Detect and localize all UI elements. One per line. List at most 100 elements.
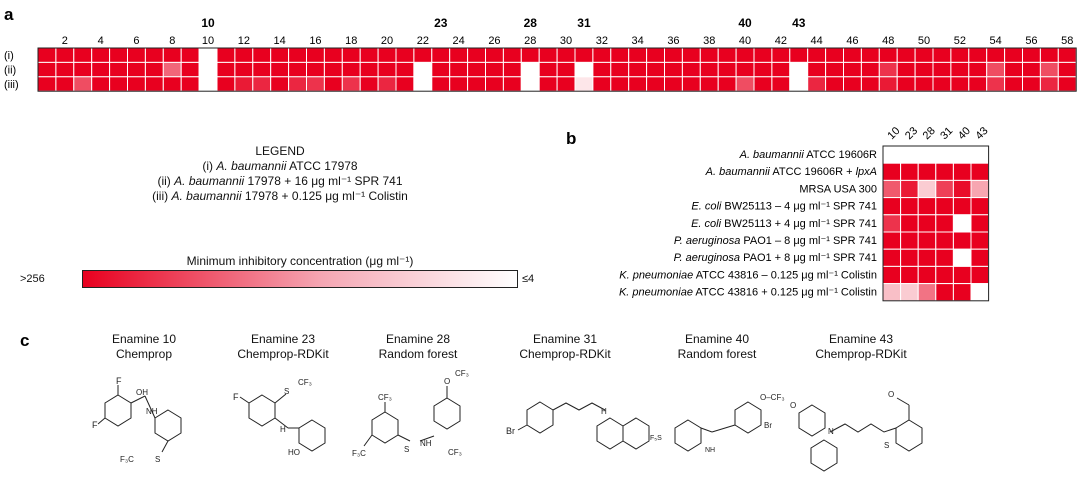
x-tick-label-a: 54 — [990, 35, 1002, 47]
heatmap-a-cell — [198, 61, 218, 78]
heatmap-a-cell — [270, 76, 290, 92]
heatmap-b-frame — [882, 145, 990, 302]
heatmap-a-cell — [914, 61, 934, 78]
heatmap-a-cell — [574, 61, 594, 78]
heatmap-a-cell — [628, 61, 648, 78]
row-label-b: P. aeruginosa PAO1 – 8 μg ml⁻¹ SPR 741 — [674, 235, 877, 247]
heatmap-a-cell — [664, 47, 683, 63]
heatmap-a-cell — [55, 61, 75, 78]
row-label-a: (i) — [4, 50, 14, 62]
x-tick-label-a: 20 — [381, 35, 393, 47]
column-label-b: 10 — [885, 125, 902, 142]
heatmap-a-cell — [109, 61, 128, 78]
heatmap-a-cell — [753, 47, 773, 63]
heatmap-a-cell — [37, 76, 57, 92]
heatmap-a-cell — [162, 76, 182, 92]
heatmap-a-cell — [681, 47, 701, 63]
x-tick-label-a: 58 — [1061, 35, 1073, 47]
heatmap-b-cell — [882, 283, 902, 302]
heatmap-a-cell — [843, 61, 862, 78]
svg-text:Br: Br — [764, 421, 772, 430]
heatmap-b-cell — [970, 283, 990, 302]
heatmap-b-cell — [952, 248, 972, 267]
heatmap-b-cell — [952, 214, 972, 233]
heatmap-a-cell — [520, 61, 540, 78]
structure-enamine-23: Enamine 23 Chemprop-RDKit F S CF₃ H HO — [233, 332, 329, 457]
heatmap-a-cell — [1004, 47, 1023, 63]
heatmap-a-cell — [807, 61, 827, 78]
heatmap-a-cell — [252, 61, 272, 78]
heatmap-a-cell — [610, 47, 630, 63]
svg-text:O: O — [888, 390, 894, 399]
highlight-label-a: 28 — [524, 16, 538, 30]
heatmap-a-cell — [359, 61, 379, 78]
row-label-a: (ii) — [4, 64, 16, 76]
heatmap-a-cell — [252, 76, 272, 92]
heatmap-b-cell — [917, 197, 937, 216]
heatmap-b-cell — [900, 145, 919, 164]
heatmap-b-cell — [882, 145, 902, 164]
heatmap-a-cell — [288, 61, 308, 78]
svg-text:H: H — [601, 407, 607, 416]
heatmap-a-cell — [789, 47, 809, 63]
structure-model: Chemprop-RDKit — [237, 347, 329, 361]
structure-model: Random forest — [678, 347, 757, 361]
heatmap-a-cell — [306, 61, 325, 78]
heatmap-a-cell — [270, 47, 290, 63]
heatmap-a-cell — [323, 47, 343, 63]
x-tick-label-a: 16 — [309, 35, 321, 47]
heatmap-a-cell — [664, 61, 683, 78]
highlight-label-a: 40 — [738, 16, 752, 30]
heatmap-a-cell — [1039, 61, 1059, 78]
x-tick-label-a: 44 — [811, 35, 823, 47]
row-label-b: MRSA USA 300 — [799, 183, 877, 195]
heatmap-b-cell — [970, 162, 990, 181]
heatmap-a-cell — [270, 61, 290, 78]
heatmap-b-cell — [917, 162, 937, 181]
heatmap-a-cell — [986, 61, 1006, 78]
panel-b-label: b — [566, 129, 576, 148]
svg-text:CF₃: CF₃ — [298, 378, 312, 387]
x-tick-label-a: 28 — [524, 35, 536, 47]
x-tick-label-a: 10 — [202, 35, 214, 47]
svg-text:S: S — [155, 455, 160, 464]
heatmap-a-cell — [932, 76, 952, 92]
x-tick-label-a: 42 — [775, 35, 787, 47]
x-tick-label-a: 34 — [632, 35, 644, 47]
heatmap-b-cell — [917, 145, 937, 164]
heatmap-a-cell — [449, 47, 469, 63]
heatmap-b-cell — [917, 248, 937, 267]
heatmap-a-cell — [395, 47, 415, 63]
heatmap-b-cell — [917, 179, 937, 199]
heatmap-a-cell — [37, 47, 57, 63]
legend-line-3: (iii) A. baumannii 17978 + 0.125 μg ml⁻¹… — [152, 189, 408, 203]
colorbar-right-label: ≤4 — [522, 273, 535, 285]
heatmap-a-cell — [592, 47, 612, 63]
heatmap-a-cell — [646, 47, 665, 63]
heatmap-b-cell — [970, 145, 990, 164]
heatmap-a-cell — [986, 76, 1006, 92]
heatmap-a-cell — [323, 61, 343, 78]
heatmap-a-cell — [914, 47, 934, 63]
heatmap-a-cell — [234, 47, 254, 63]
heatmap-b-cell — [935, 179, 954, 199]
heatmap-a-cell — [735, 61, 755, 78]
heatmap-a-cell — [341, 76, 361, 92]
heatmap-a-cell — [878, 47, 898, 63]
heatmap-a-cell — [807, 47, 827, 63]
heatmap-a-cell — [341, 47, 361, 63]
heatmap-a-cell — [144, 47, 164, 63]
heatmap-a-cell — [413, 61, 433, 78]
heatmap-a-cell — [825, 76, 844, 92]
heatmap-a-cell — [1039, 76, 1059, 92]
heatmap-a-cell — [323, 76, 343, 92]
heatmap-a-cell — [431, 61, 451, 78]
svg-text:S: S — [284, 387, 289, 396]
heatmap-a-cell — [288, 47, 308, 63]
heatmap-b-cell — [935, 197, 954, 216]
heatmap-a-cell — [127, 76, 146, 92]
heatmap-a-cell — [735, 76, 755, 92]
column-label-b: 28 — [921, 125, 938, 142]
x-tick-label-a: 8 — [169, 35, 175, 47]
